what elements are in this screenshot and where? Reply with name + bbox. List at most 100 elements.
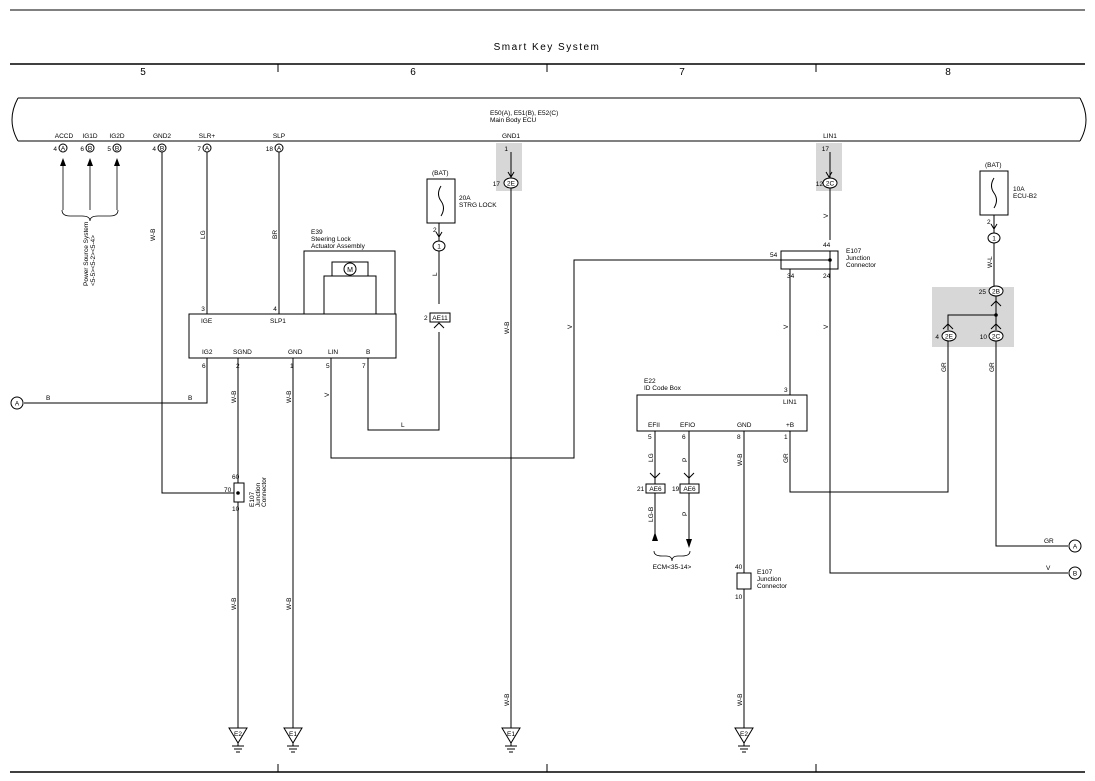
wire-label-b-left: B: [46, 395, 50, 402]
pin-name-lin1: LIN1: [823, 133, 837, 140]
wire-ig2-to-a: [24, 358, 208, 404]
id-box-name: ID Code Box: [644, 385, 682, 392]
svg-text:4: 4: [53, 146, 57, 153]
power-source-arrows: [60, 158, 120, 222]
wire-label-id-gnd-wb-2: W-B: [737, 693, 744, 706]
conn-2e-b-pin: 4: [935, 334, 939, 341]
power-source-system-label: Power Source System: [83, 222, 90, 286]
pin-name-accd: ACCD: [55, 133, 74, 140]
steering-lock-code: E39: [311, 229, 323, 236]
wire-label-34-v: V: [783, 324, 790, 329]
sl-pin-b: B: [366, 349, 370, 356]
wire-label-lin1-v: V: [823, 213, 830, 218]
jc-b-pin-60: 60: [232, 474, 240, 481]
wire-label-gr-offpage: GR: [1044, 538, 1054, 545]
wire-label-gnd2-wb: W-B: [150, 228, 157, 241]
fuse-ecu-connector: [987, 232, 1001, 244]
wire-label-gnd-wb-2: W-B: [286, 597, 293, 610]
ae11-pin: 2: [424, 315, 428, 322]
pin-name-gnd1: GND1: [502, 133, 520, 140]
fuse-strg-element: [438, 185, 444, 217]
offpage-connector-a-left[interactable]: [10, 396, 24, 410]
junction-connector-c: [736, 572, 752, 590]
svg-text:4: 4: [152, 146, 156, 153]
connector-2e-b: [941, 330, 957, 342]
ae11-chevrons: [433, 322, 445, 329]
sl-pin-num-1: 1: [290, 363, 294, 370]
junction-block-bus: [947, 296, 997, 330]
motor-label: M: [347, 267, 353, 274]
fuse-ecu-name: ECU-B2: [1013, 193, 1037, 200]
conn-2b-pin: 25: [979, 289, 987, 296]
id-box-pin-6: 6: [682, 434, 686, 441]
fuse-strg-pin: 2: [433, 227, 437, 234]
wire-label-v-offpage: V: [1046, 565, 1051, 572]
wire-label-slr-lg: LG: [200, 230, 207, 239]
ecu-pin-ig2d: 5 B: [107, 143, 122, 153]
pin-name-slr: SLR+: [199, 133, 216, 140]
jc-c-pin-10: 10: [735, 594, 743, 601]
ecu-pin-gnd1-num: 1: [504, 146, 508, 153]
wire-label-2c-b-gr: GR: [989, 362, 996, 372]
jc-a-pin-54: 54: [770, 252, 778, 259]
conn-2e-arrow: [507, 171, 515, 178]
jc-b-line3: Connector: [261, 476, 268, 507]
ground-e1-middle: E1: [501, 727, 521, 753]
wire-label-ecu-wl: W-L: [987, 256, 994, 268]
motor-wire-right: [368, 275, 377, 314]
wire-jc-a-24: [829, 269, 1068, 574]
steering-lock-name2: Actuator Assembly: [311, 243, 366, 250]
ecm-label: ECM<35-14>: [653, 564, 692, 571]
ecm-arrow-down: [686, 539, 692, 548]
conn-2c-b-pin: 10: [980, 334, 988, 341]
wire-label-sgnd-wb-2: W-B: [231, 597, 238, 610]
jc-c-pin-40: 40: [735, 564, 743, 571]
main-body-ecu-box: [11, 97, 1087, 142]
connector-2e: [503, 177, 519, 189]
jc-b-line2: Junction: [255, 482, 262, 507]
column-label-6: 6: [410, 67, 416, 78]
jc-a-line2: Junction: [846, 255, 871, 262]
fuse-strg-name: STRG LOCK: [459, 202, 497, 209]
ae11-label: AE11: [432, 315, 448, 322]
diagram-title: Smart Key System: [494, 42, 601, 53]
conn-2c-b-label: 2C: [992, 334, 1001, 341]
wire-label-lin-v-2: V: [567, 324, 574, 329]
id-box-code: E22: [644, 378, 656, 385]
svg-text:B: B: [115, 146, 119, 153]
offpage-connector-a-right[interactable]: [1068, 539, 1082, 553]
offpage-connector-b[interactable]: [1068, 566, 1082, 580]
ae6-b-label: AE6: [683, 486, 696, 493]
main-ecu-connectors: E50(A), E51(B), E52(C): [490, 110, 558, 117]
splice-dot-a: [828, 258, 832, 262]
splice-dot-b: [236, 491, 240, 495]
pin-name-ig1d: IG1D: [82, 133, 97, 140]
jc-a-pin-44: 44: [823, 242, 831, 249]
conn-2e-b-label: 2E: [945, 334, 954, 341]
ae6-b-pin: 19: [672, 486, 680, 493]
wire-label-gnd1-wb-2: W-B: [504, 693, 511, 706]
svg-text:7: 7: [197, 146, 201, 153]
svg-text:E2: E2: [740, 731, 748, 738]
fuse-strg-conn-label: 1: [437, 244, 441, 251]
ecu-pin-slp: 18 A: [266, 143, 284, 153]
id-code-box: [636, 394, 808, 432]
offpage-connector-a-right-label: A: [1073, 544, 1078, 551]
fuse-ecu-amp: 10A: [1013, 186, 1025, 193]
id-box-pin-1: 1: [784, 434, 788, 441]
jc-c-line3: Connector: [757, 583, 788, 590]
svg-text:18: 18: [266, 146, 274, 153]
svg-text:A: A: [61, 146, 66, 153]
wire-b-l: [367, 332, 440, 431]
jb-chevrons-right: [990, 323, 1002, 330]
wire-label-gnd-wb: W-B: [286, 390, 293, 403]
wire-label-lgb: LG-B: [648, 507, 655, 522]
wire-label-lin-v: V: [324, 392, 331, 397]
motor-icon: [343, 262, 357, 276]
wire-label-efio-p: P: [682, 458, 689, 462]
id-box-plusb: +B: [786, 422, 794, 429]
wire-label-gnd1-wb: W-B: [504, 321, 511, 334]
conn-2c-pin: 12: [816, 181, 824, 188]
id-box-pin-8: 8: [737, 434, 741, 441]
column-label-7: 7: [679, 67, 685, 78]
